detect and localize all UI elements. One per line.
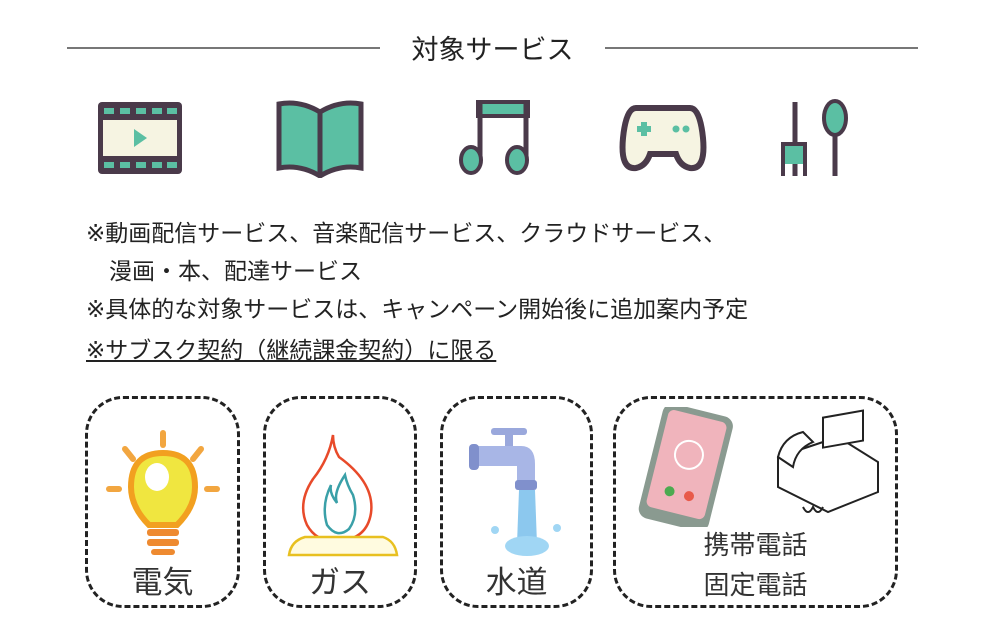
card-label: 水道: [485, 565, 548, 601]
phone-icon: [638, 407, 879, 527]
card-label-landline: 固定電話: [703, 571, 808, 601]
music-note-icon: [459, 100, 530, 175]
note-line: ※動画配信サービス、音楽配信サービス、クラウドサービス、: [86, 221, 727, 247]
water-faucet-icon: [469, 428, 561, 556]
film-icon: [98, 102, 182, 174]
card-phone: 携帯電話 固定電話: [613, 396, 898, 608]
note-line-underlined: ※サブスク契約（継続課金契約）に限る: [86, 338, 497, 364]
card-label: ガス: [309, 565, 371, 601]
fork-spoon-icon: [781, 99, 848, 176]
card-label: 電気: [131, 565, 194, 601]
light-bulb-icon: [106, 430, 220, 555]
card-electricity: 電気: [85, 396, 240, 608]
book-icon: [276, 100, 364, 178]
section-title: 対象サービス: [411, 35, 574, 66]
gas-flame-icon: [287, 434, 399, 557]
game-controller-icon: [619, 105, 707, 172]
card-gas: ガス: [263, 396, 417, 608]
note-line: 漫画・本、配達サービス: [86, 259, 362, 285]
note-line: ※具体的な対象サービスは、キャンペーン開始後に追加案内予定: [86, 297, 749, 323]
title-rule-left: [67, 47, 380, 49]
title-rule-right: [605, 47, 918, 49]
card-label-mobile: 携帯電話: [703, 531, 808, 561]
card-water: 水道: [440, 396, 593, 608]
